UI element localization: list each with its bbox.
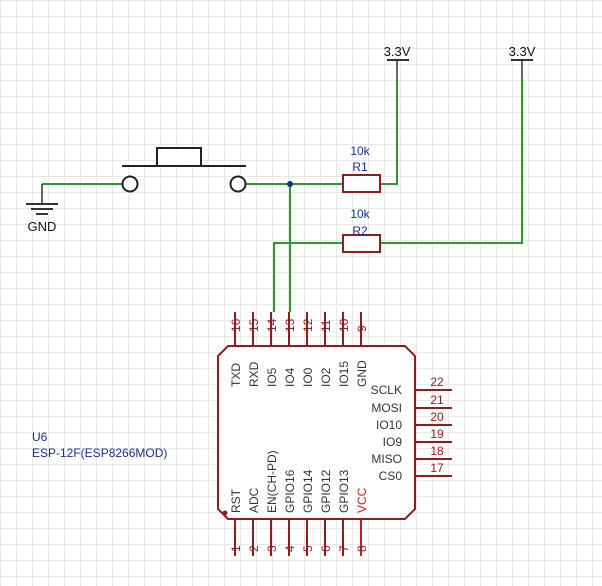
bottom-pin-name: EN(CH-PD) [265,450,279,513]
bottom-pin-name: VCC [355,487,369,513]
bottom-pin-number: 3 [265,545,279,552]
top-pin-name: RXD [247,361,261,387]
module-designator: U6 [32,430,48,444]
switch-contact-left [121,175,139,193]
top-pin-number: 10 [337,318,351,332]
resistor-r1: 10k R1 [342,144,381,193]
top-pin-name: IO2 [319,367,333,387]
right-pin-number: 19 [430,427,444,441]
right-pin-name: SCLK [371,383,402,397]
vcc-label: 3.3V [509,44,536,59]
push-button-switch [121,147,247,193]
top-pin-number: 12 [301,318,315,332]
resistor-body [342,174,381,193]
switch-plunger [156,147,202,167]
wire-io5-to-r2 [273,242,343,312]
module-pins: 16TXD15RXD14IO513IO412IO011IO210IO159GND… [229,312,452,556]
bottom-pin-number: 4 [283,545,297,552]
right-pin-name: MOSI [371,401,402,415]
right-pin-name: CS0 [379,469,403,483]
bottom-pin-name: GPIO13 [337,469,351,513]
top-pin-number: 9 [355,325,369,332]
bottom-pin-name: GPIO12 [319,469,333,513]
module-body [217,345,416,520]
top-pin-number: 15 [247,318,261,332]
right-pin-name: MISO [371,452,402,466]
vcc-symbol-1: 3.3V [384,44,411,76]
top-pin-name: TXD [229,363,243,387]
resistor-designator: R2 [352,224,368,238]
top-pin-number: 14 [265,318,279,332]
top-pin-number: 13 [283,318,297,332]
right-pin-name: IO9 [383,435,403,449]
right-pin-number: 18 [430,444,444,458]
top-pin-number: 16 [229,318,243,332]
top-pin-name: IO15 [337,361,351,387]
top-pin-name: GND [355,360,369,387]
vcc-label: 3.3V [384,44,411,59]
bottom-pin-number: 6 [319,545,333,552]
switch-contact-right [229,175,247,193]
resistor-value: 10k [350,144,370,158]
right-pin-number: 17 [430,461,444,475]
vcc-symbol-2: 3.3V [509,44,536,76]
esp-module: U6 ESP-12F(ESP8266MOD) [32,345,416,520]
wire-r2-to-3v3 [380,76,523,244]
top-pin-name: IO0 [301,367,315,387]
gnd-label: GND [28,219,57,234]
junction-dot [287,181,293,187]
right-pin-number: 22 [430,375,444,389]
resistor-designator: R1 [352,160,368,174]
wire-r1-to-3v3 [380,76,398,185]
bottom-pin-number: 7 [337,545,351,552]
ground-symbol: GND [26,184,58,234]
bottom-pin-name: RST [229,488,243,513]
wires [42,76,523,312]
top-pin-name: IO5 [265,367,279,387]
bottom-pin-number: 8 [355,545,369,552]
right-pin-name: IO10 [376,418,402,432]
right-pin-number: 20 [430,410,444,424]
bottom-pin-number: 5 [301,545,315,552]
resistor-r2: 10k R2 [342,207,381,253]
pin1-marker-dot [222,510,228,516]
top-pin-name: IO4 [283,367,297,387]
bottom-pin-number: 1 [229,545,243,552]
bottom-pin-name: GPIO16 [283,469,297,513]
module-part-name: ESP-12F(ESP8266MOD) [32,446,167,460]
resistor-body [342,234,381,253]
bottom-pin-name: ADC [247,487,261,513]
right-pin-number: 21 [430,393,444,407]
resistor-value: 10k [350,207,370,221]
top-pin-number: 11 [319,319,333,332]
bottom-pin-number: 2 [247,545,261,552]
bottom-pin-name: GPIO14 [301,469,315,513]
